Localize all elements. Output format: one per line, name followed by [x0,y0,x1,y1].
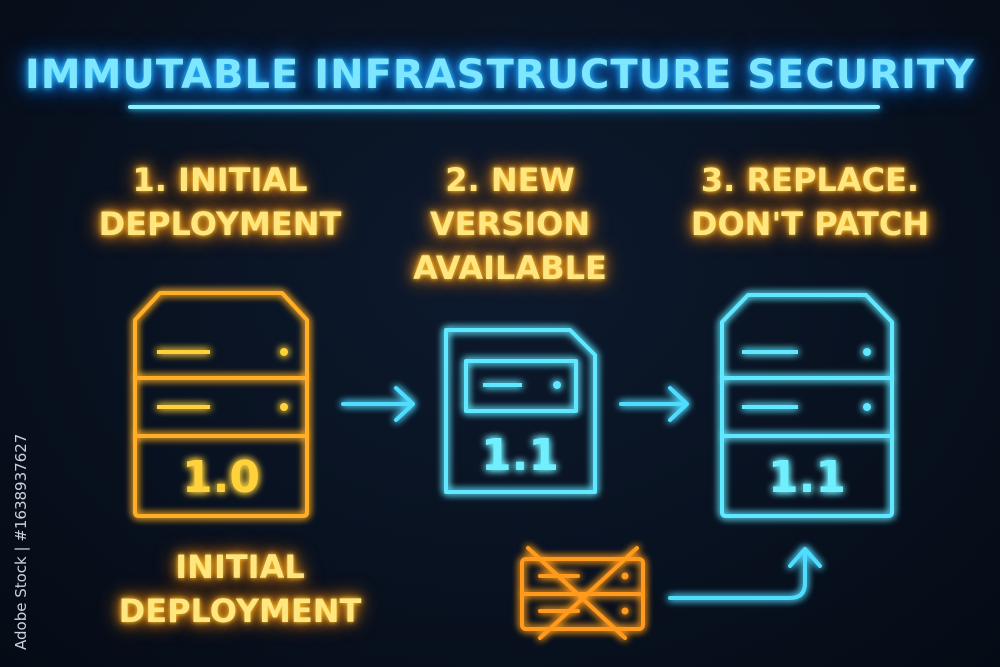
server-new-version-label: 1.1 [481,430,559,481]
bottom-caption: INITIAL DEPLOYMENT [118,548,362,630]
server-replacement-version: 1.1 [768,452,846,503]
server-replacement-icon [720,293,894,518]
server-initial-icon [133,291,309,518]
diagram-title: IMMUTABLE INFRASTRUCTURE SECURITY [24,52,976,98]
title-underline [128,105,880,109]
arrow-right-icon [619,386,689,422]
step-2-label: 2. NEW VERSION AVAILABLE [413,161,607,287]
step-1-label: 1. INITIAL DEPLOYMENT [98,161,342,243]
step-3-label: 3. REPLACE. DON'T PATCH [690,161,930,243]
arrow-right-icon [341,386,415,422]
server-new-version-icon [444,328,597,494]
stock-watermark: Adobe Stock | #1638937627 [10,420,30,650]
patched-server-crossed-icon [520,546,645,640]
server-initial-version: 1.0 [182,452,260,503]
watermark-text: Adobe Stock | #1638937627 [12,433,30,650]
arrow-up-right-icon [668,547,822,600]
